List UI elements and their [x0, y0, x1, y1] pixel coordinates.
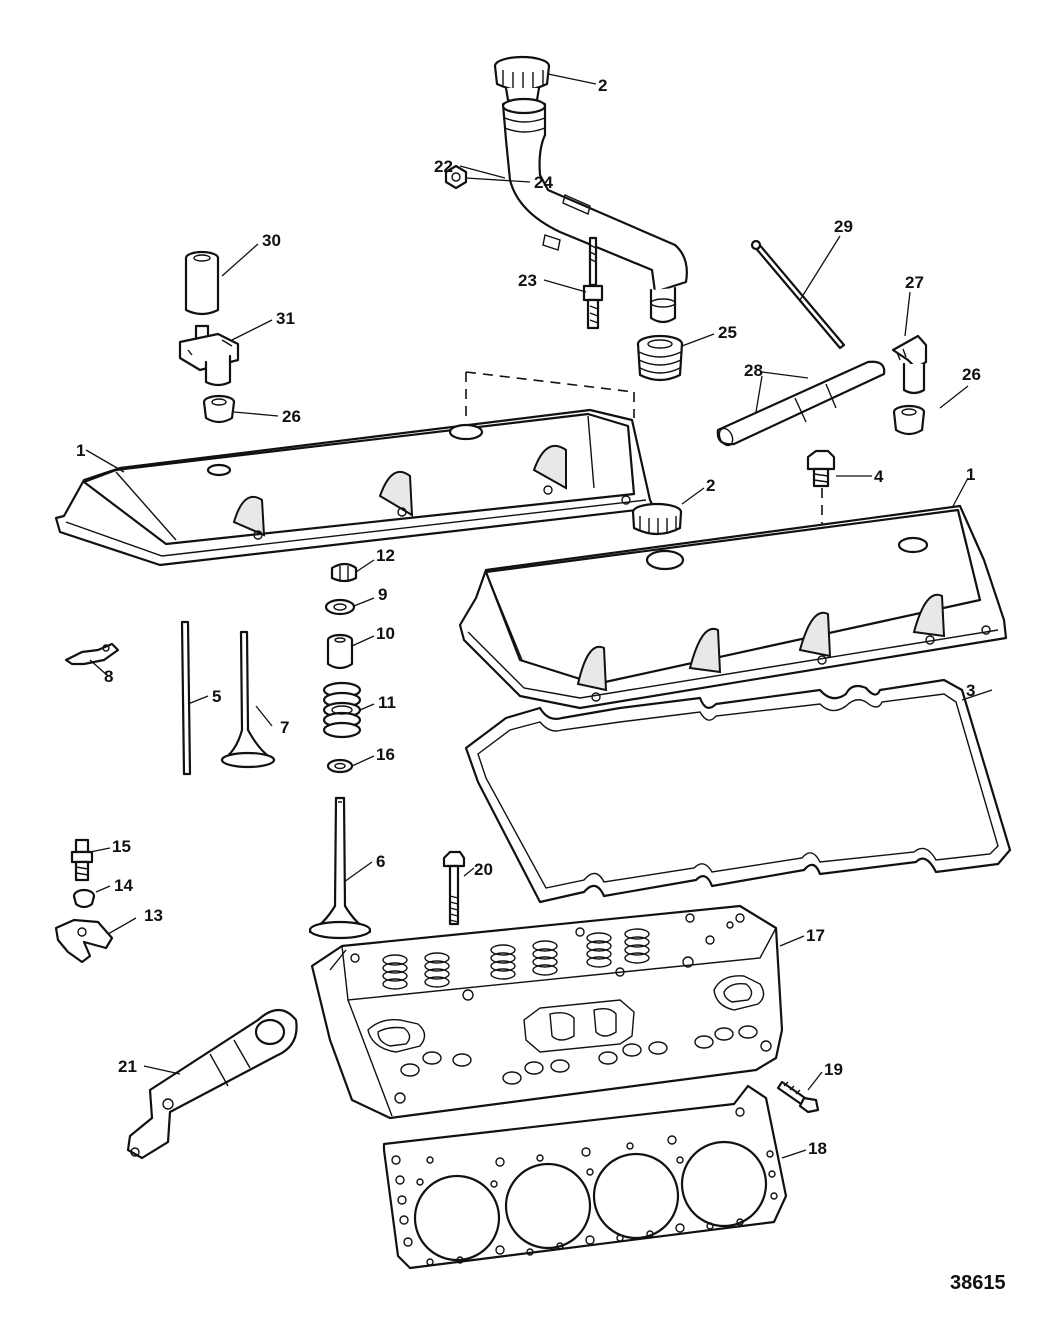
callout-10: 10: [376, 624, 395, 643]
breather-valve-31: [178, 324, 240, 387]
callout-20: 20: [474, 860, 493, 879]
grommet-26-right: [892, 404, 926, 436]
callout-26-right: 26: [962, 365, 981, 384]
callout-28: 28: [744, 361, 763, 380]
valve-cover-gasket: [464, 678, 1012, 904]
oil-filler-cap-top: [493, 55, 551, 105]
head-bolt-20: [442, 850, 466, 926]
grommet-26-left: [202, 394, 236, 424]
grommet-25: [636, 334, 684, 382]
callout-4: 4: [874, 467, 884, 486]
lifting-bracket-21: [126, 1008, 298, 1160]
pivot-ball-14: [72, 888, 96, 909]
callout-5: 5: [212, 687, 221, 706]
figure-number: 38615: [950, 1272, 1006, 1294]
sleeve-30: [184, 250, 220, 316]
leader-lines: [85, 73, 993, 1159]
callout-14: 14: [114, 876, 133, 895]
callout-19: 19: [824, 1060, 843, 1079]
valve-cover-left: [54, 408, 656, 567]
callout-2-right: 2: [706, 476, 715, 495]
alignment-line-breather: [465, 371, 635, 420]
valve-lock-12: [330, 562, 358, 583]
callout-1-left: 1: [76, 441, 85, 460]
pushrod-5: [180, 620, 192, 776]
nut-24: [444, 164, 468, 190]
callout-30: 30: [262, 231, 281, 250]
callout-24: 24: [534, 173, 553, 192]
filler-tube: [501, 97, 688, 324]
exhaust-port-center: [523, 999, 635, 1053]
callout-22: 22: [434, 157, 453, 176]
callout-17: 17: [806, 926, 825, 945]
callout-23: 23: [518, 271, 537, 290]
strap-29: [750, 239, 846, 350]
cylinder-head-17: [310, 904, 784, 1120]
stud-23: [582, 236, 604, 330]
callout-21: 21: [118, 1057, 137, 1076]
callout-18: 18: [808, 1139, 827, 1158]
head-bolt-bosses: [394, 1025, 772, 1104]
spring-retainer-9: [324, 598, 356, 616]
oil-filler-cap-right: [631, 502, 683, 536]
callout-7: 7: [280, 718, 289, 737]
callout-29: 29: [834, 217, 853, 236]
hose-28: [716, 360, 886, 447]
callout-6: 6: [376, 852, 385, 871]
valve-6: [308, 796, 372, 940]
head-springs: [382, 928, 650, 990]
valve-7: [220, 630, 276, 769]
callout-31: 31: [276, 309, 295, 328]
head-deck-holes: [350, 913, 745, 1001]
callout-26-left: 26: [282, 407, 301, 426]
elbow-fitting-27: [891, 334, 928, 395]
exhaust-port-left: [367, 1019, 426, 1053]
callout-labels: 2 22 24 30 29 23 31 27 25 28 26 26 1 4 2…: [76, 76, 981, 1158]
callout-2-top: 2: [598, 76, 607, 95]
valve-seal-10: [326, 633, 354, 670]
callout-11: 11: [378, 693, 396, 712]
callout-25: 25: [718, 323, 737, 342]
clip-8: [64, 642, 120, 666]
rocker-arm-13: [54, 918, 114, 964]
gasket-holes: [391, 1107, 778, 1266]
valve-spring-11: [322, 681, 362, 739]
callout-8: 8: [104, 667, 113, 686]
bolt-4: [806, 449, 836, 488]
callout-16: 16: [376, 745, 395, 764]
callout-12: 12: [376, 546, 395, 565]
shim-16: [326, 758, 354, 774]
bolt-19: [776, 1080, 820, 1114]
valve-cover-right: [458, 504, 1008, 710]
callout-13: 13: [144, 906, 163, 925]
callout-15: 15: [112, 837, 131, 856]
rocker-stud-15: [70, 838, 94, 882]
head-gasket-18: [382, 1084, 788, 1270]
exhaust-port-right: [713, 975, 765, 1011]
callout-3: 3: [966, 681, 975, 700]
callout-1-right: 1: [966, 465, 975, 484]
callout-27: 27: [905, 273, 924, 292]
callout-9: 9: [378, 585, 387, 604]
